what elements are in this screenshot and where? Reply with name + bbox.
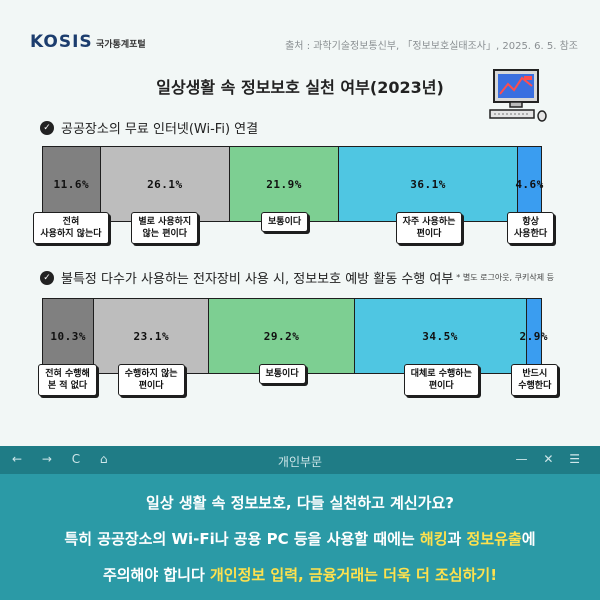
question-1-heading: ✓ 공공장소의 무료 인터넷(Wi-Fi) 연결 [40,118,258,137]
value-label: 21.9% [266,177,302,191]
caption-line: 보통이다 [265,369,299,379]
bar-segment: 21.9% [230,147,339,221]
highlight-leak: 정보유출 [466,530,522,548]
caption-line: 자주 사용하는 [402,217,456,227]
infographic-panel: KOSIS 국가통계포털 출처 : 과학기술정보통신부, 「정보보호실태조사」,… [0,0,600,446]
message-line-3: 주의해야 합니다 개인정보 입력, 금융거래는 더욱 더 조심하기! [0,564,600,585]
question-1-title: 공공장소의 무료 인터넷(Wi-Fi) 연결 [61,122,259,137]
caption-line: 수행한다 [518,381,552,391]
caption-line: 않는 편이다 [142,229,188,239]
bar-segment: 2.9% [519,299,547,373]
value-label: 11.6% [53,177,90,191]
caption-line: 별로 사용하지 [138,217,192,227]
caption-line: 본 적 없다 [47,381,88,391]
browser-toolbar: ← → C ⌂ 개인부문 — ✕ ☰ [0,446,600,474]
stacked-bar-2: 10.3% 23.1% 29.2% 34.5% 2.9% [42,298,547,374]
caption-line: 반드시 [522,369,548,379]
category-caption: 보통이다 [258,364,306,384]
bar-segment: 29.2% [209,299,355,373]
browser-tab-title: 개인부문 [277,455,323,469]
check-circle-icon: ✓ [40,270,54,285]
message-text: 주의해야 합니다 [102,566,210,584]
highlight-warning: 개인정보 입력, 금융거래는 더욱 더 조심하기! [209,566,498,584]
caption-line: 편이다 [416,229,442,239]
message-text: 에 [521,530,536,548]
caption-line: 사용하지 않는다 [40,229,102,239]
browser-nav-icons[interactable]: ← → C ⌂ [12,452,116,466]
value-label: 26.1% [147,177,183,191]
caption-line: 항상 [522,217,539,227]
check-circle-icon: ✓ [40,120,54,135]
value-label: 34.5% [422,329,458,343]
category-caption: 보통이다 [261,212,309,232]
question-2-title: 불특정 다수가 사용하는 전자장비 사용 시, 정보보호 예방 활동 수행 여부 [61,272,454,287]
value-label: 36.1% [410,177,446,191]
kosis-logo: KOSIS [30,32,93,52]
logo-subtitle: 국가통계포털 [96,40,146,50]
caption-line: 편이다 [428,381,454,391]
question-2-heading: ✓ 불특정 다수가 사용하는 전자장비 사용 시, 정보보호 예방 활동 수행 … [40,268,554,287]
bar-segment: 26.1% [100,147,231,221]
source-note: 출처 : 과학기술정보통신부, 「정보보호실태조사」, 2025. 6. 5. … [285,41,578,52]
bar-segment: 4.6% [515,147,544,221]
caption-line: 전혀 [62,217,80,227]
value-label: 29.2% [263,329,300,343]
question-2-note: * 별도 로그아웃, 쿠키삭제 등 [456,273,554,282]
message-line-2: 특히 공공장소의 Wi-Fi나 공용 PC 등을 사용할 때에는 해킹과 정보유… [0,528,600,549]
bar-segment: 36.1% [338,147,519,221]
caption-line: 대체로 수행하는 [410,369,472,379]
caption-line: 보통이다 [268,217,302,227]
value-label: 2.9% [519,329,548,343]
bar-segment: 34.5% [354,299,527,373]
window-controls-icons[interactable]: — ✕ ☰ [515,452,586,466]
value-label: 23.1% [133,329,170,343]
browser-window: ← → C ⌂ 개인부문 — ✕ ☰ 일상 생활 속 정보보호, 다들 실천하고… [0,446,600,600]
caption-line: 전혀 수행해 [45,369,90,379]
value-label: 10.3% [50,329,86,343]
message-text: 특히 공공장소의 Wi-Fi나 공용 PC 등을 사용할 때에는 [64,530,420,548]
message-text: 과 [447,530,467,548]
bar-segment: 11.6% [43,147,101,221]
message-line-1: 일상 생활 속 정보보호, 다들 실천하고 계신가요? [146,494,454,512]
computer-icon [488,66,550,132]
bar-segment: 23.1% [94,299,210,373]
bar-segment: 10.3% [43,299,95,373]
caption-line: 사용한다 [514,229,548,239]
highlight-hacking: 해킹 [419,530,448,548]
caption-line: 편이다 [138,381,164,391]
stacked-bar-1: 11.6% 26.1% 21.9% 36.1% 4.6% [42,146,544,222]
value-label: 4.6% [515,177,544,191]
caption-line: 수행하지 않는 [124,369,178,379]
chart-title: 일상생활 속 정보보호 실천 여부(2023년) [156,78,444,97]
